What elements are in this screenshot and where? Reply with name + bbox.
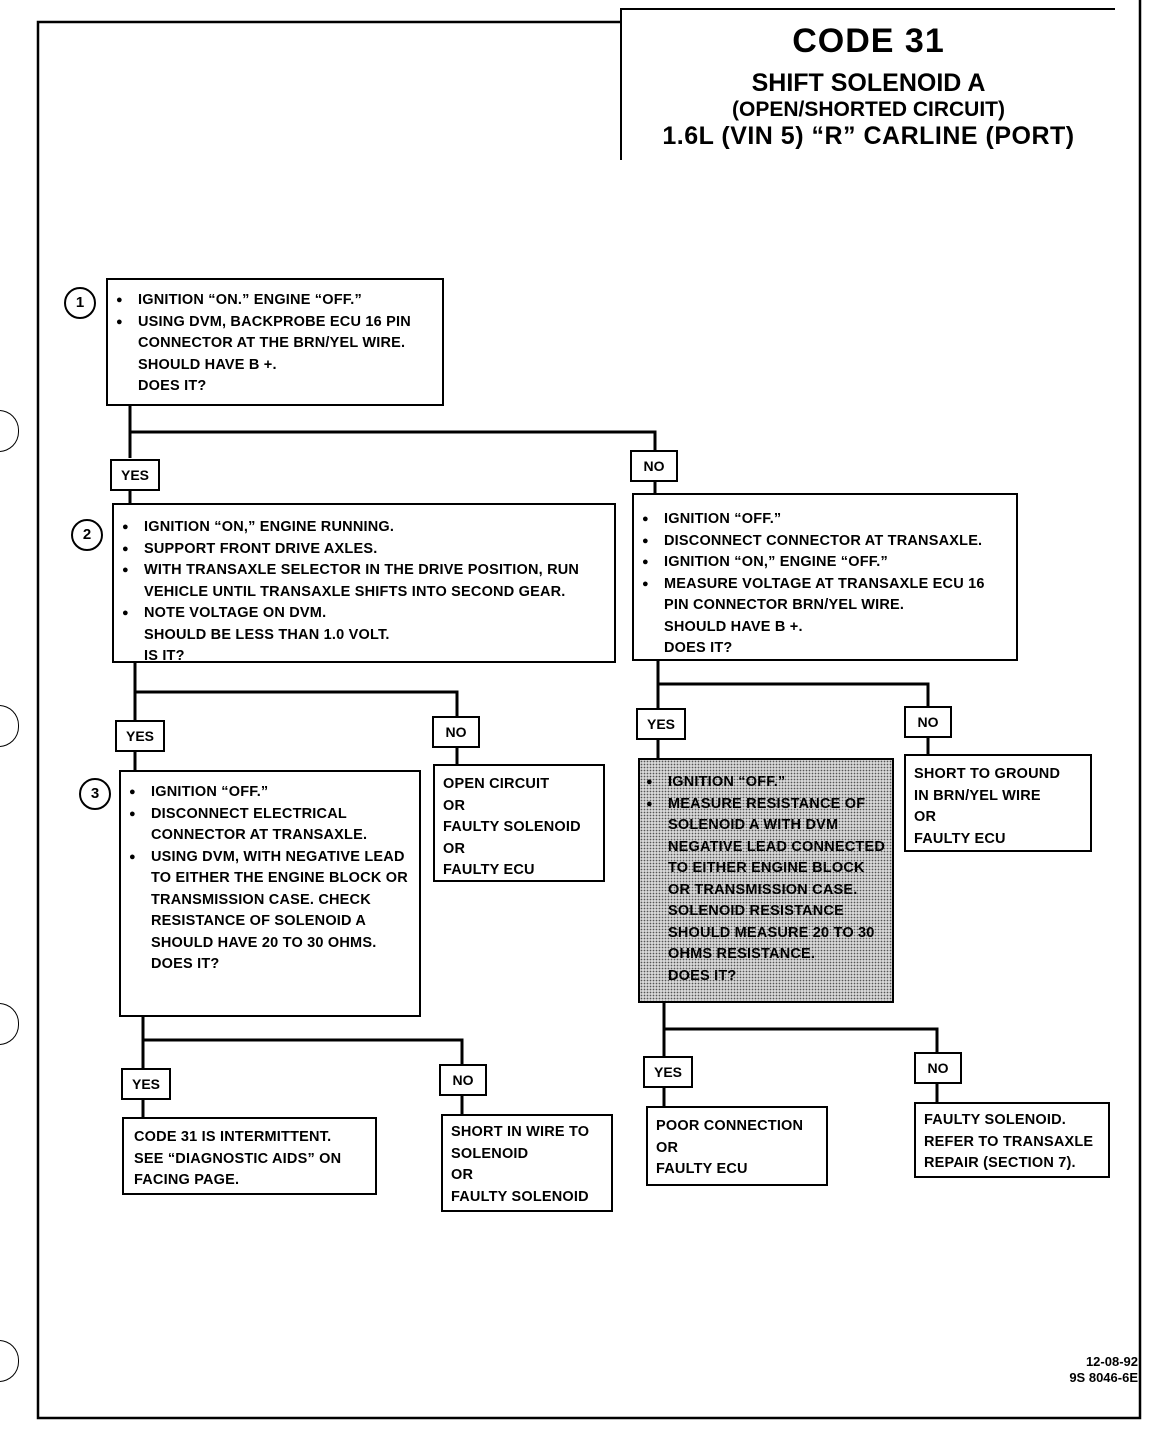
step-2b-question: SHOULD HAVE B +. — [664, 618, 803, 635]
yes-label: YES — [643, 1056, 693, 1088]
step-1-box: IGNITION “ON.” ENGINE “OFF.” USING DVM, … — [106, 278, 444, 406]
result-line: SEE “DIAGNOSTIC AIDS” ON — [134, 1150, 342, 1167]
yes-label: YES — [121, 1068, 171, 1100]
step-2-bullet: NOTE VOLTAGE ON DVM. — [116, 603, 610, 625]
step-1-question: DOES IT? — [138, 378, 207, 394]
step-2b-bullet: IGNITION “ON,” ENGINE “OFF.” — [636, 552, 1010, 574]
result-line: SHORT IN WIRE TO — [451, 1124, 590, 1140]
result-line: CODE 31 IS INTERMITTENT. — [134, 1129, 332, 1145]
step-2b-question: DOES IT? — [664, 640, 733, 656]
result-line: FAULTY ECU — [656, 1161, 748, 1177]
code-title: CODE 31 — [792, 22, 945, 60]
step-3b-box: IGNITION “OFF.” MEASURE RESISTANCE OF SO… — [638, 758, 894, 1003]
step-3b-bullet: IGNITION “OFF.” — [640, 772, 886, 794]
step-2-question: SHOULD BE LESS THAN 1.0 VOLT. — [144, 626, 390, 643]
step-2-bullet: SUPPORT FRONT DRIVE AXLES. — [116, 539, 610, 561]
result-short-to-ground: SHORT TO GROUND IN BRN/YEL WIRE OR FAULT… — [904, 754, 1092, 852]
result-line: POOR CONNECTION — [656, 1118, 804, 1134]
result-line: FAULTY SOLENOID — [443, 819, 581, 835]
circuit-subtitle: (OPEN/SHORTED CIRCUIT) — [732, 98, 1005, 121]
footer-doc-number: 9S 8046-6E — [1069, 1370, 1138, 1385]
step-2b-box: IGNITION “OFF.” DISCONNECT CONNECTOR AT … — [632, 493, 1018, 661]
step-1-question: SHOULD HAVE B +. — [138, 356, 277, 373]
step-3-bullet: IGNITION “OFF.” — [123, 782, 413, 804]
step-3b-bullet: MEASURE RESISTANCE OF SOLENOID A WITH DV… — [640, 794, 886, 966]
result-line: FAULTY ECU — [443, 862, 535, 878]
solenoid-title: SHIFT SOLENOID A — [751, 69, 986, 97]
no-label: NO — [914, 1052, 962, 1084]
step-2-box: IGNITION “ON,” ENGINE RUNNING. SUPPORT F… — [112, 503, 616, 664]
result-line: OR — [443, 840, 466, 857]
yes-label: YES — [636, 708, 686, 740]
document-footer: 12-08-92 9S 8046-6E — [1069, 1354, 1138, 1386]
step-2-bullet: IGNITION “ON,” ENGINE RUNNING. — [116, 517, 610, 539]
footer-date: 12-08-92 — [1085, 1354, 1138, 1369]
yes-label: YES — [115, 720, 165, 752]
step-3-question: DOES IT? — [151, 956, 220, 972]
result-line: OPEN CIRCUIT — [443, 776, 550, 792]
step-2b-bullet: MEASURE VOLTAGE AT TRANSAXLE ECU 16 PIN … — [636, 574, 1010, 617]
step-2-bullet: WITH TRANSAXLE SELECTOR IN THE DRIVE POS… — [116, 560, 610, 603]
result-line: SOLENOID — [451, 1145, 529, 1162]
step-2-question: IS IT? — [144, 648, 185, 664]
result-line: OR — [656, 1139, 679, 1156]
step-3-bullet: USING DVM, WITH NEGATIVE LEAD TO EITHER … — [123, 847, 413, 955]
step-number-3: 3 — [79, 778, 111, 810]
no-label: NO — [904, 706, 952, 738]
no-label: NO — [630, 450, 678, 482]
step-1-bullet: IGNITION “ON.” ENGINE “OFF.” — [110, 290, 436, 312]
result-line: REPAIR (SECTION 7). — [924, 1155, 1076, 1171]
no-label: NO — [432, 716, 480, 748]
step-3-box: IGNITION “OFF.” DISCONNECT ELECTRICAL CO… — [119, 770, 421, 1017]
step-2b-bullet: DISCONNECT CONNECTOR AT TRANSAXLE. — [636, 531, 1010, 553]
step-number-2: 2 — [71, 519, 103, 551]
result-line: OR — [914, 809, 937, 825]
yes-label: YES — [110, 459, 160, 491]
result-line: OR — [451, 1167, 474, 1183]
result-line: FAULTY SOLENOID — [451, 1188, 589, 1205]
title-block: CODE 31 SHIFT SOLENOID A (OPEN/SHORTED C… — [620, 8, 1115, 160]
result-intermittent: CODE 31 IS INTERMITTENT. SEE “DIAGNOSTIC… — [122, 1117, 377, 1195]
step-3b-question: DOES IT? — [668, 967, 737, 984]
result-line: SHORT TO GROUND — [914, 766, 1061, 782]
result-open-circuit: OPEN CIRCUIT OR FAULTY SOLENOID OR FAULT… — [433, 764, 605, 882]
step-3-bullet: DISCONNECT ELECTRICAL CONNECTOR AT TRANS… — [123, 804, 413, 847]
result-poor-connection: POOR CONNECTION OR FAULTY ECU — [646, 1106, 828, 1186]
result-faulty-solenoid: FAULTY SOLENOID. REFER TO TRANSAXLE REPA… — [914, 1102, 1110, 1178]
step-number-1: 1 — [64, 287, 96, 319]
result-line: FACING PAGE. — [134, 1172, 240, 1188]
engine-line: 1.6L (VIN 5) “R” CARLINE (PORT) — [662, 122, 1075, 150]
result-line: IN BRN/YEL WIRE — [914, 787, 1041, 804]
result-line: OR — [443, 797, 466, 814]
result-line: FAULTY ECU — [914, 830, 1006, 847]
result-short-in-wire: SHORT IN WIRE TO SOLENOID OR FAULTY SOLE… — [441, 1114, 613, 1212]
step-2b-bullet: IGNITION “OFF.” — [636, 509, 1010, 531]
result-line: REFER TO TRANSAXLE — [924, 1133, 1094, 1150]
no-label: NO — [439, 1064, 487, 1096]
step-1-bullet: USING DVM, BACKPROBE ECU 16 PIN CONNECTO… — [110, 312, 436, 355]
result-line: FAULTY SOLENOID. — [924, 1112, 1067, 1128]
